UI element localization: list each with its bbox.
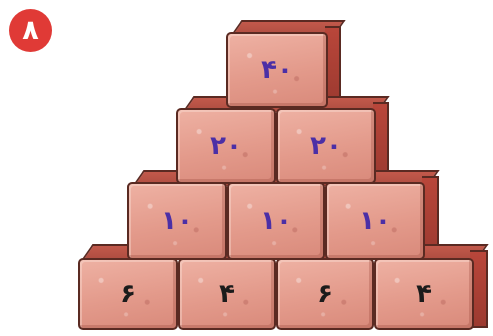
brick-row2-2: ۲۰ [276, 108, 376, 184]
brick-row1-1: ۴۰ [226, 32, 328, 108]
brick-row4-4: ۴ [374, 258, 474, 330]
brick-row2-1: ۲۰ [176, 108, 276, 184]
brick-row4-2: ۴ [178, 258, 276, 330]
brick-row4-1: ۶ [78, 258, 178, 330]
brick-row3-2: ۱۰ [227, 182, 325, 260]
problem-number-badge: ۸ [9, 9, 52, 52]
brick-row3-1: ۱۰ [127, 182, 227, 260]
brick-row3-3: ۱۰ [325, 182, 425, 260]
brick-row4-3: ۶ [276, 258, 374, 330]
